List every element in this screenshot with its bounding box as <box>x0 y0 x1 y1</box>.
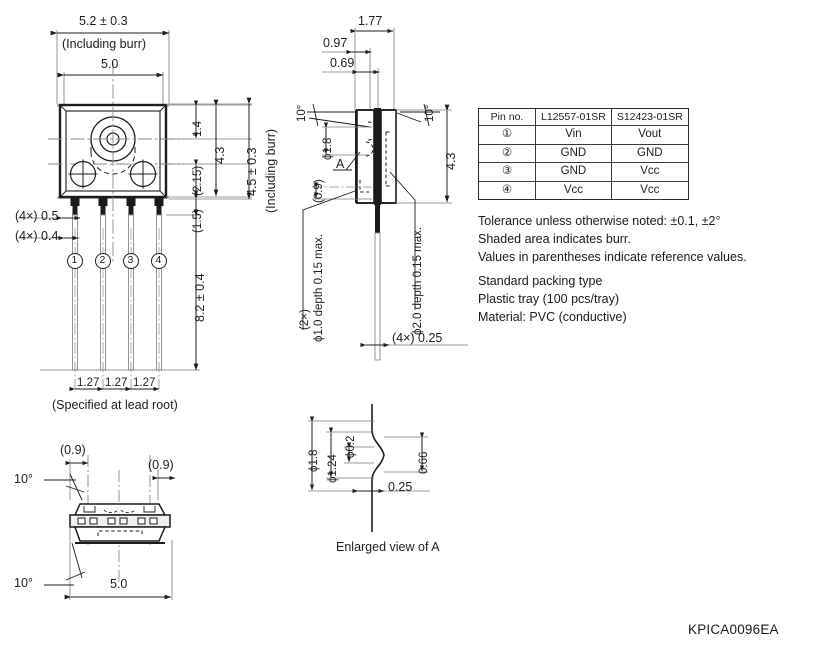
dim-height-body: 4.3 <box>213 146 227 164</box>
note-shaded-area: Shaded area indicates burr. <box>478 232 631 247</box>
note-plastic-tray: Plastic tray (100 pcs/tray) <box>478 292 620 307</box>
dim-025-detail: 0.25 <box>388 480 413 494</box>
angle-top-bottom-view: 10° <box>14 472 33 486</box>
angle-left-side: 10° <box>296 104 308 122</box>
dim-height-top-hole: 1.4 <box>192 121 204 137</box>
dim-width-burr: 5.2 ± 0.3 <box>79 14 128 28</box>
table-row: ① Vin Vout <box>478 125 689 145</box>
dim-066-detail: 0.66 <box>418 451 430 474</box>
dim-hole-dia-side: ϕ1.8 <box>322 137 334 160</box>
dim-lead-width-b: (4×) 0.4 <box>15 229 59 243</box>
cell-pin: ③ <box>478 162 536 182</box>
dim-069: 0.69 <box>330 56 355 70</box>
cell-s12423: Vout <box>610 125 689 145</box>
cell-l12557: GND <box>535 143 612 164</box>
dim-lead-length: 8.2 ± 0.4 <box>193 273 207 322</box>
dim-width-body: 5.0 <box>101 57 119 71</box>
dim-dia-02-detail: ϕ0.2 <box>345 435 357 458</box>
pin-number-1: 1 <box>71 254 78 266</box>
dim-width-bottom-view: 5.0 <box>110 577 128 591</box>
table-row: ② GND GND <box>478 143 689 164</box>
pin-assignment-table: Pin no. L12557-01SR S12423-01SR ① Vin Vo… <box>478 107 689 201</box>
dim-total-thickness: 1.77 <box>358 14 383 28</box>
dim-09-ref-side: (0.9) <box>313 179 325 203</box>
tolerance-notes: Tolerance unless otherwise noted: ±0.1, … <box>478 212 747 266</box>
cell-s12423: Vcc <box>610 180 689 201</box>
hole-small-qty: (2×) <box>299 309 311 330</box>
note-including-burr-top: (Including burr) <box>62 37 147 51</box>
cell-pin: ① <box>478 125 536 145</box>
dim-ref-left-bottom: (0.9) <box>60 443 86 457</box>
table-row: ③ GND Vcc <box>478 162 689 182</box>
header-s12423: S12423-01SR <box>610 107 689 127</box>
angle-right-side: 10° <box>424 104 436 122</box>
header-pin-no: Pin no. <box>478 107 536 127</box>
note-parentheses: Values in parentheses indicate reference… <box>478 250 747 265</box>
dim-lead-thickness: (4×) 0.25 <box>392 331 443 345</box>
cell-l12557: Vcc <box>535 180 612 201</box>
packing-notes: Standard packing type Plastic tray (100 … <box>478 272 627 326</box>
header-l12557: L12557-01SR <box>535 107 612 127</box>
dim-body-height-side: 4.3 <box>444 152 458 170</box>
dim-pitch-1: 1.27 <box>77 377 100 389</box>
note-packing-type: Standard packing type <box>478 274 603 288</box>
pin-number-2: 2 <box>99 254 106 266</box>
hole-large-note: ϕ2.0 depth 0.15 max. <box>412 226 424 335</box>
dim-height-ref: (2.15) <box>192 165 204 196</box>
pin-number-4: 4 <box>155 254 162 266</box>
dim-dia-124-detail: ϕ1.24 <box>327 454 339 483</box>
hole-small-note: ϕ1.0 depth 0.15 max. <box>313 233 325 342</box>
caption-lead-root: (Specified at lead root) <box>52 398 178 412</box>
table-row: ④ Vcc Vcc <box>478 180 689 201</box>
table-header-row: Pin no. L12557-01SR S12423-01SR <box>478 107 689 127</box>
note-material: Material: PVC (conductive) <box>478 310 627 325</box>
dim-ref-right-bottom: (0.9) <box>148 458 174 472</box>
cell-s12423: Vcc <box>610 162 689 182</box>
dim-lead-width-a: (4×) 0.5 <box>15 209 59 223</box>
cell-pin: ② <box>478 143 536 164</box>
cell-pin: ④ <box>478 180 536 201</box>
document-code: KPICA0096EA <box>688 622 779 637</box>
dim-lead-root-ref: (1.5) <box>192 209 204 233</box>
pin-number-3: 3 <box>127 254 134 266</box>
dim-pitch-2: 1.27 <box>105 377 128 389</box>
angle-bottom-bottom-view: 10° <box>14 576 33 590</box>
dim-dia-18-detail: ϕ1.8 <box>308 449 320 472</box>
cell-s12423: GND <box>610 143 689 164</box>
detail-marker-a: A <box>336 157 345 171</box>
cell-l12557: GND <box>535 162 612 182</box>
note-tolerance: Tolerance unless otherwise noted: ±0.1, … <box>478 214 721 228</box>
dim-097: 0.97 <box>323 36 348 50</box>
dim-pitch-3: 1.27 <box>133 377 156 389</box>
note-including-burr-right: (Including burr) <box>264 128 278 213</box>
dim-height-burr: 4.5 ± 0.3 <box>245 147 259 196</box>
cell-l12557: Vin <box>535 125 612 145</box>
caption-enlarged-view: Enlarged view of A <box>336 540 440 554</box>
